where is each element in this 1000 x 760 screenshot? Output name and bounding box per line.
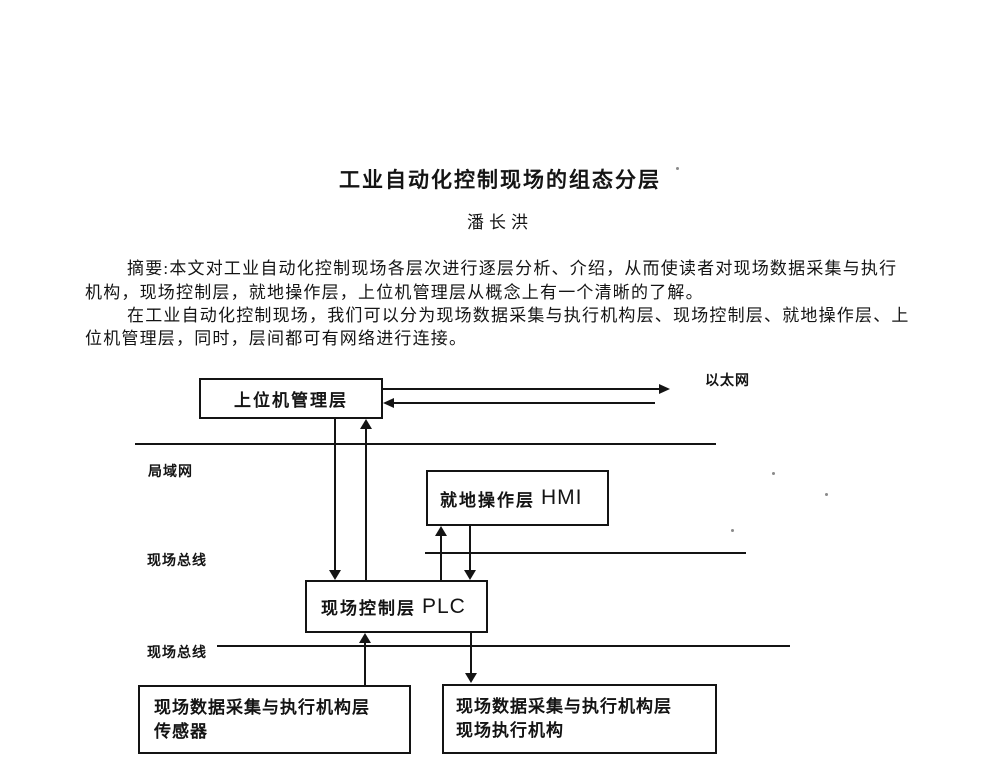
paper-title: 工业自动化控制现场的组态分层 (339, 169, 661, 192)
plc-layer-label: 现场控制层 (321, 599, 416, 618)
fieldbus-lower-line (217, 645, 790, 647)
lan-bus-line (135, 443, 716, 445)
plc-acronym: PLC (422, 594, 466, 618)
management-layer-label: 上位机管理层 (234, 391, 348, 410)
sensor-layer-label-line1: 现场数据采集与执行机构层 (154, 697, 370, 717)
fieldbus-upper-label: 现场总线 (147, 552, 207, 568)
body-line-1: 在工业自动化控制现场，我们可以分为现场数据采集与执行机构层、现场控制层、就地操作… (127, 306, 910, 325)
hmi-layer-box: 就地操作层 HMI (426, 470, 609, 526)
abstract-line-1: 摘要:本文对工业自动化控制现场各层次进行逐层分析、介绍，从而使读者对现场数据采集… (127, 259, 898, 278)
plc-layer-box: 现场控制层 PLC (305, 580, 488, 633)
management-layer-box: 上位机管理层 (199, 378, 383, 419)
scan-speckle (731, 529, 734, 532)
arrowhead-down-icon (329, 570, 341, 580)
body-line-2: 位机管理层，同时，层间都可有网络进行连接。 (85, 329, 468, 348)
actuator-layer-label-line2: 现场执行机构 (456, 721, 564, 740)
arrowhead-down-icon (464, 570, 476, 580)
actuator-layer-label-line1: 现场数据采集与执行机构层 (456, 697, 672, 716)
ethernet-label: 以太网 (705, 372, 750, 388)
fieldbus-lower-label: 现场总线 (147, 644, 207, 660)
arrowhead-down-icon (465, 673, 477, 683)
scan-speckle (772, 472, 775, 475)
sensor-layer-box: 现场数据采集与执行机构层 传感器 (138, 685, 411, 754)
arrowhead-left-icon (383, 398, 394, 408)
actuator-layer-box: 现场数据采集与执行机构层 现场执行机构 (442, 684, 717, 754)
fieldbus-upper-line (425, 552, 746, 554)
hmi-layer-label: 就地操作层 (440, 490, 535, 510)
arrowhead-up-icon (435, 526, 447, 536)
lan-label: 局域网 (148, 463, 193, 479)
arrowhead-right-icon (659, 384, 670, 394)
scan-speckle (676, 167, 679, 170)
scan-speckle (825, 493, 828, 496)
paper-author: 潘长洪 (467, 213, 533, 232)
hmi-acronym: HMI (541, 486, 583, 509)
arrowhead-up-icon (360, 419, 372, 429)
abstract-line-2: 机构，现场控制层，就地操作层，上位机管理层从概念上有一个清晰的了解。 (85, 283, 704, 302)
sensor-layer-label-line2: 传感器 (154, 721, 208, 741)
arrowhead-up-icon (359, 633, 371, 643)
